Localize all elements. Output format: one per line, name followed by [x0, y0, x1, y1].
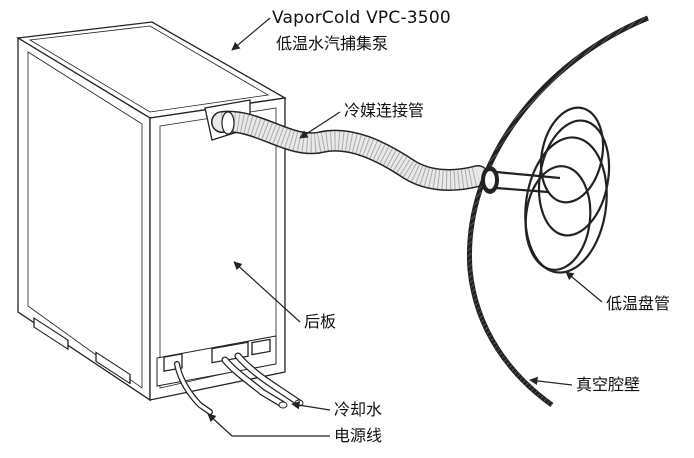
leader-back-panel: [233, 261, 301, 323]
cryo-coil-label: 低温盘管: [606, 294, 671, 313]
chamber-wall: [466, 15, 649, 408]
leader-power-cord: [207, 413, 330, 437]
cabinet-top-inner: [28, 25, 270, 113]
leader-cooling-water: [291, 401, 331, 411]
power-cord: [174, 361, 213, 415]
spare-port: [251, 338, 271, 356]
back-panel-label: 后板: [304, 312, 337, 331]
product-name-label: VaporCold VPC-3500: [272, 8, 451, 28]
leader-lines: [207, 17, 603, 437]
leader-chamber-wall: [529, 376, 573, 386]
chamber-wall-label: 真空腔壁: [576, 375, 641, 394]
product-subtitle-label: 低温水汽捕集泵: [276, 34, 389, 53]
hose-end-cap: [221, 111, 235, 135]
refrigerant-line-label: 冷媒连接管: [344, 101, 425, 120]
cooling-water-pipes: [221, 352, 304, 409]
cooling-water-label: 冷却水: [334, 400, 383, 419]
power-cord-label: 电源线: [334, 426, 383, 445]
cryo-coil: [495, 106, 611, 274]
leader-product: [231, 17, 271, 51]
pump-cabinet: [16, 21, 287, 402]
leader-refrigerant: [299, 111, 341, 139]
side-vent-upper: [33, 317, 69, 351]
cabinet-side-inner: [27, 51, 143, 389]
side-vent-lower: [95, 351, 131, 385]
leader-coil: [565, 271, 603, 303]
refrigerant-hose: [211, 110, 489, 191]
